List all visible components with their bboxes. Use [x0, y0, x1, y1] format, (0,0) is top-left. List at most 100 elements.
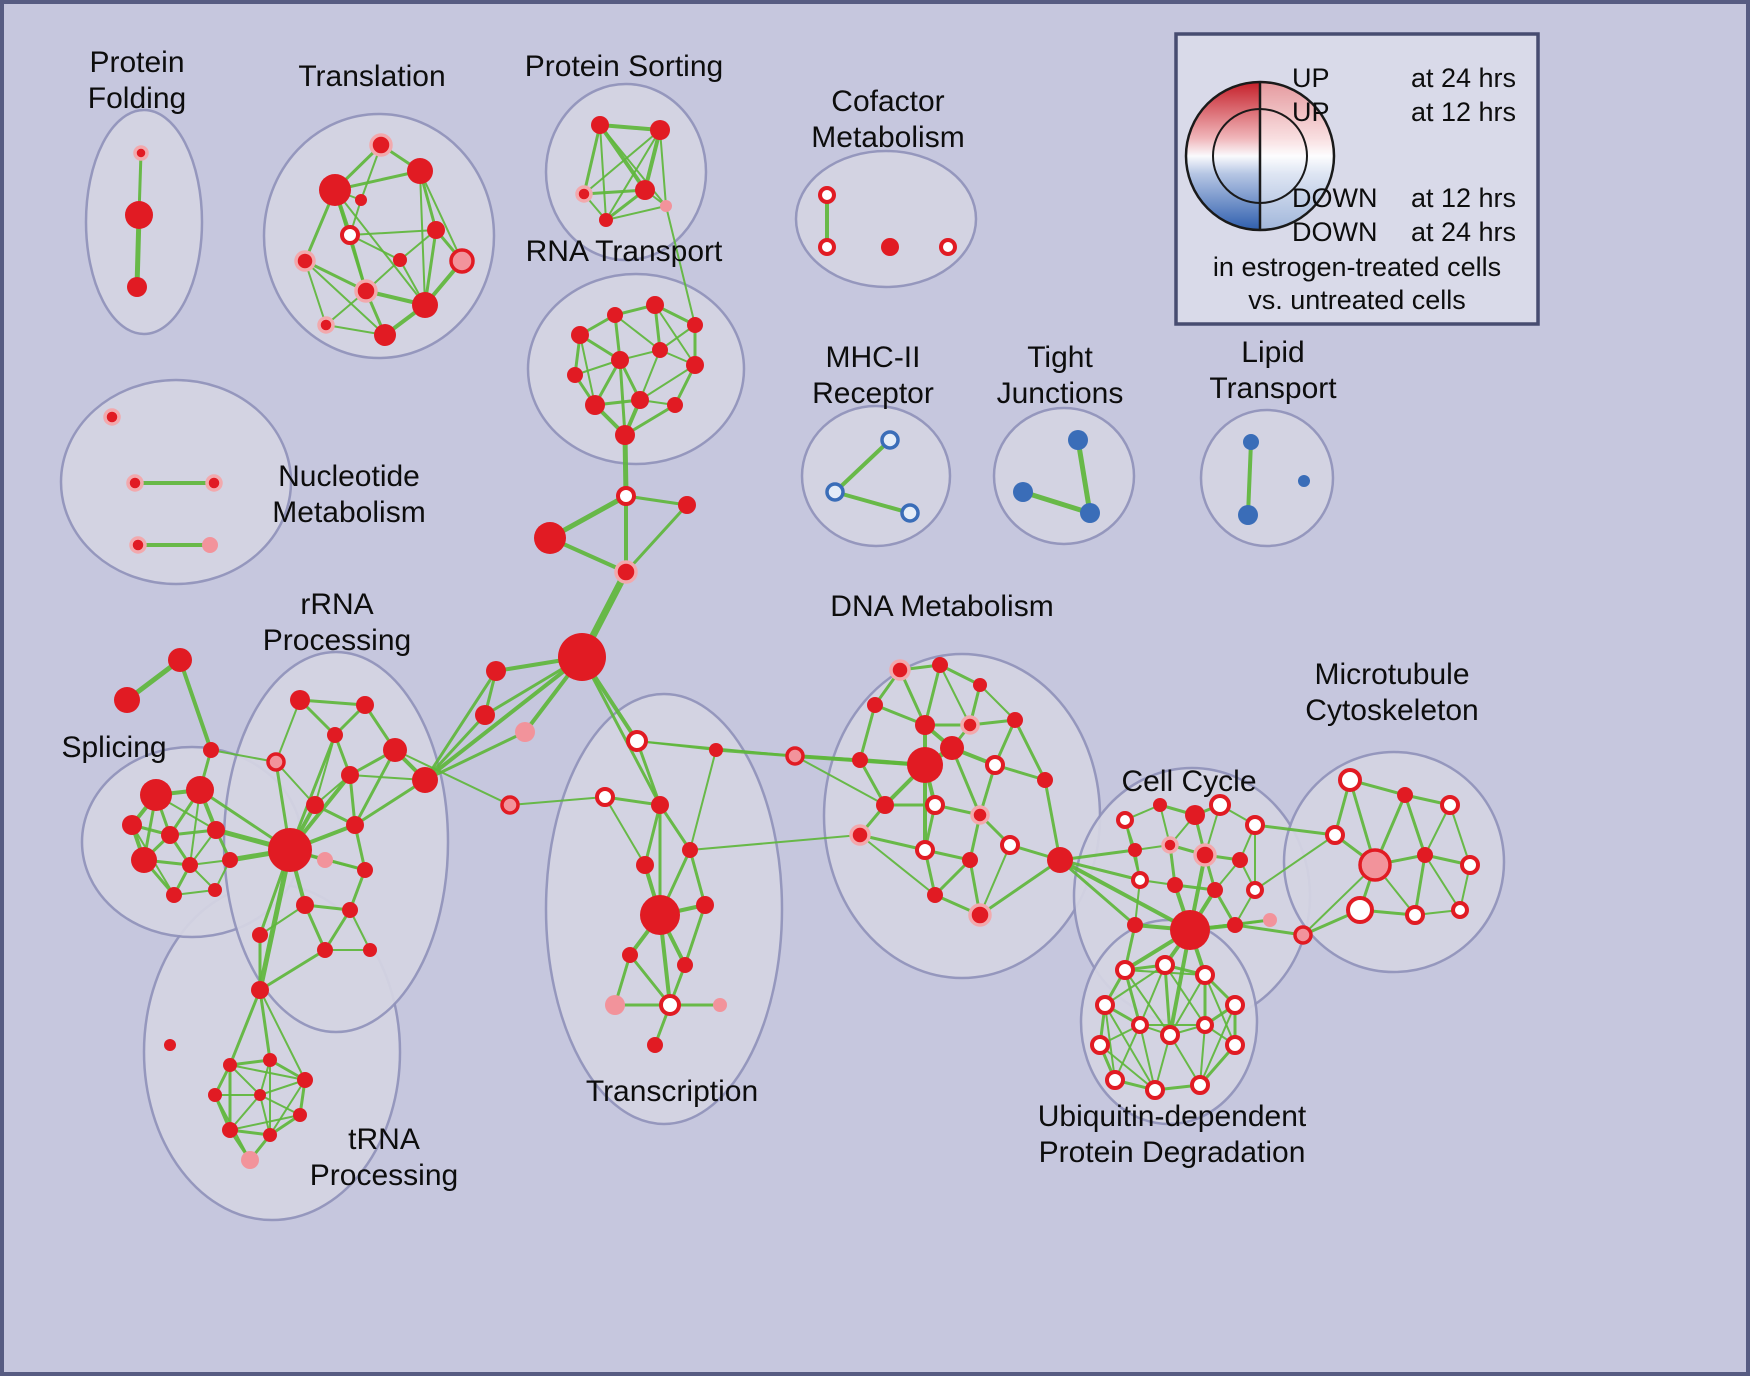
edge-u10-u13 — [1199, 1024, 1206, 1086]
node-cb8 — [515, 722, 535, 742]
edge-d12-bd2 — [1043, 778, 1062, 862]
node-rr11 — [296, 896, 314, 914]
node-u4 — [1095, 995, 1115, 1015]
node-u1 — [1115, 960, 1135, 980]
edge-lp1-lp2 — [1246, 440, 1253, 517]
edge-u3-u7 — [1204, 974, 1236, 1046]
edge-tr1-tr3 — [228, 988, 262, 1067]
node-ps5 — [599, 213, 613, 227]
legend-up24-label: UP — [1292, 63, 1330, 93]
cluster-tight-junctions — [992, 406, 1136, 546]
node-d1 — [889, 659, 911, 681]
node-u9 — [1145, 1080, 1165, 1100]
edge-tr3-tr5 — [229, 1064, 306, 1081]
edge-mc3-mc7 — [1449, 804, 1471, 866]
node-rt6 — [611, 351, 629, 369]
node-cc8 — [1193, 843, 1217, 867]
legend-down12-label: DOWN — [1292, 183, 1377, 213]
edge-bd2-cc16 — [1058, 858, 1137, 927]
node-mh2 — [825, 482, 845, 502]
cluster-label-splicing: Splicing — [61, 731, 166, 764]
node-tj2 — [1013, 482, 1033, 502]
node-rr8 — [346, 816, 364, 834]
node-rr14 — [363, 943, 377, 957]
edge-cb2-cb4 — [624, 503, 689, 574]
node-x10 — [677, 957, 693, 973]
node-cc13 — [1246, 881, 1264, 899]
node-d16 — [849, 824, 871, 846]
node-cc6 — [1128, 843, 1142, 857]
node-cb2 — [678, 496, 696, 514]
edge-ps2-ps4 — [643, 128, 662, 192]
edge-cb6-br1 — [423, 669, 498, 782]
edge-cc13-mc4 — [1254, 834, 1336, 891]
edge-mc2-mc6 — [1403, 793, 1427, 857]
edge-rr1-rr4 — [275, 699, 301, 763]
cluster-rna-transport — [526, 272, 746, 466]
edge-u2-u4 — [1104, 964, 1166, 1006]
edge-d10-d15 — [950, 746, 982, 817]
edge-cb9-x2 — [509, 796, 606, 806]
node-tl13 — [355, 194, 367, 206]
edge-rr13-tr1 — [258, 948, 327, 992]
node-rt11 — [667, 397, 683, 413]
node-lp3 — [1298, 475, 1310, 487]
node-rr2 — [356, 696, 374, 714]
node-u8 — [1105, 1070, 1125, 1090]
node-tl6 — [354, 279, 378, 303]
edge-rr8-br1 — [353, 778, 427, 827]
edge-tr8-tr9 — [229, 1114, 301, 1131]
node-cc11 — [1167, 877, 1183, 893]
edge-bd2-cc14 — [1058, 858, 1192, 932]
node-cc9 — [1232, 852, 1248, 868]
cluster-translation — [262, 112, 496, 360]
edge-ps1-ps3 — [582, 123, 602, 196]
node-tr5 — [297, 1072, 313, 1088]
node-sp3 — [122, 815, 142, 835]
node-rr7 — [306, 796, 324, 814]
node-d13 — [876, 796, 894, 814]
edge-rr1-rr2 — [298, 698, 367, 707]
node-cc1 — [1116, 811, 1134, 829]
node-cb7 — [475, 705, 495, 725]
node-cf1 — [818, 186, 836, 204]
node-x6 — [682, 842, 698, 858]
node-tr11 — [241, 1151, 259, 1169]
node-x3 — [651, 796, 669, 814]
edge-ps2-ps5 — [605, 129, 661, 221]
node-ps4 — [635, 180, 655, 200]
node-x2 — [595, 787, 615, 807]
node-tl7 — [412, 292, 438, 318]
node-tr10 — [263, 1128, 277, 1142]
node-x1 — [626, 730, 648, 752]
edge-d18-d20 — [933, 858, 972, 897]
node-tl8 — [449, 248, 475, 274]
node-tl1 — [319, 174, 351, 206]
node-u12 — [1131, 1016, 1149, 1034]
node-d8 — [852, 752, 868, 768]
node-cc7 — [1161, 836, 1179, 854]
node-rr1 — [290, 690, 310, 710]
edge-rr6-rr8 — [353, 748, 397, 827]
node-mc6 — [1417, 847, 1433, 863]
node-sp1 — [140, 779, 172, 811]
node-d21 — [968, 903, 992, 927]
edge-cb9-rr6 — [394, 749, 511, 806]
edge-u8-u12 — [1114, 1024, 1141, 1081]
edge-x3-x6 — [658, 803, 692, 852]
node-d10 — [940, 736, 964, 760]
node-mc4 — [1325, 825, 1345, 845]
node-cb6 — [486, 661, 506, 681]
node-cc5 — [1245, 815, 1265, 835]
node-cc16 — [1127, 917, 1143, 933]
cluster-label-protein-sorting: Protein Sorting — [525, 50, 723, 83]
node-rt4 — [687, 317, 703, 333]
edge-tr5-tr10 — [269, 1079, 306, 1136]
edge-tl4-tl9 — [349, 229, 437, 236]
edge-d16-d17 — [858, 833, 927, 852]
node-u10 — [1190, 1075, 1210, 1095]
node-mc5 — [1358, 848, 1392, 882]
